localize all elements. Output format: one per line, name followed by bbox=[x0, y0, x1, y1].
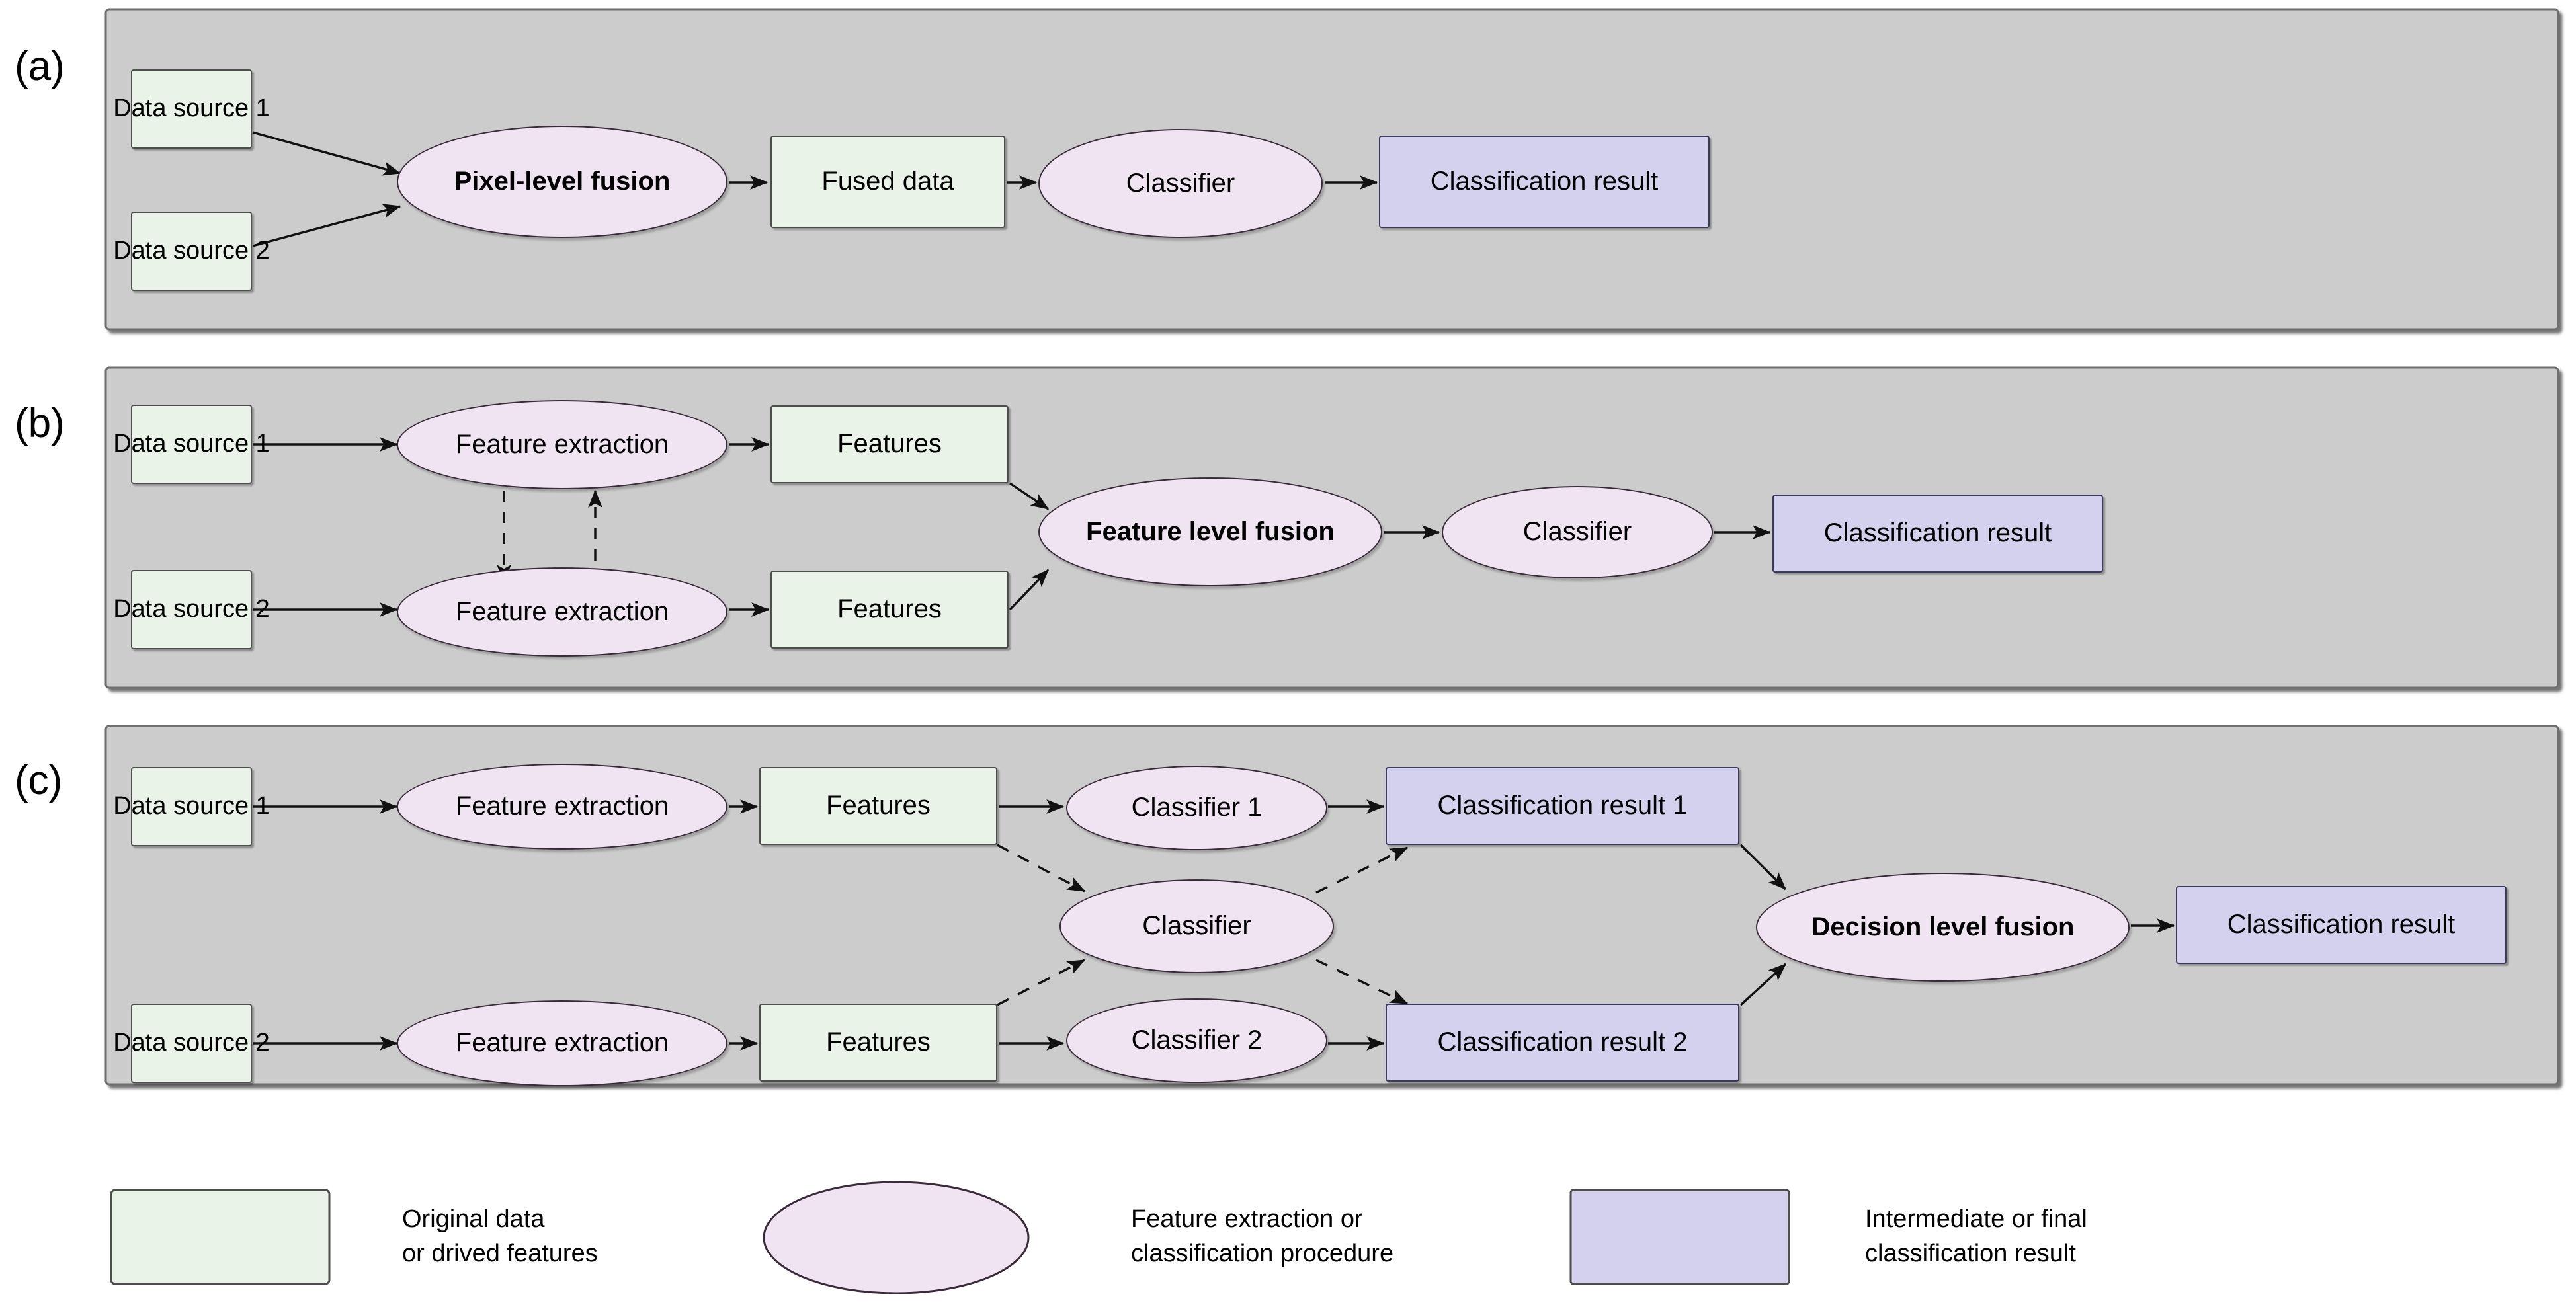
panel-a-background bbox=[104, 8, 2559, 331]
edge-features2-to-classifier-dashed bbox=[997, 959, 1086, 1006]
node-feature-level-fusion[interactable]: Feature level fusion bbox=[1038, 477, 1382, 586]
node-data-source-2-c[interactable]: Data source 2 bbox=[113, 1004, 270, 1083]
node-features-1-c[interactable]: Features bbox=[759, 767, 997, 845]
node-classifier-1[interactable]: Classifier 1 bbox=[1066, 766, 1327, 850]
edge-features1-to-featurefusion bbox=[1009, 482, 1050, 510]
node-feature-extraction-2-c[interactable]: Feature extraction bbox=[397, 1000, 727, 1086]
node-features-2-b[interactable]: Features bbox=[770, 571, 1009, 649]
node-feature-extraction-1-b[interactable]: Feature extraction bbox=[397, 400, 727, 489]
node-decision-level-fusion[interactable]: Decision level fusion bbox=[1756, 873, 2130, 982]
node-data-source-2-b[interactable]: Data source 2 bbox=[113, 570, 270, 649]
node-classifier-shared[interactable]: Classifier bbox=[1059, 879, 1334, 973]
node-feature-extraction-2-b[interactable]: Feature extraction bbox=[397, 567, 727, 656]
panel-a-edges bbox=[252, 131, 1378, 247]
edge-ds1-to-pixelfusion bbox=[252, 131, 401, 176]
legend-label-result: Intermediate or final classification res… bbox=[1865, 1205, 2087, 1268]
edge-features2-to-featurefusion bbox=[1009, 569, 1050, 611]
node-classifier-2[interactable]: Classifier 2 bbox=[1066, 998, 1327, 1083]
legend-label-procedure: Feature extraction or classification pro… bbox=[1131, 1205, 1394, 1268]
node-classifier-b[interactable]: Classifier bbox=[1442, 486, 1713, 578]
node-classification-result-c[interactable]: Classification result bbox=[2176, 886, 2507, 964]
node-classification-result-a[interactable]: Classification result bbox=[1379, 136, 1710, 228]
panel-label-b: (b) bbox=[15, 401, 65, 446]
legend-swatch-original-data bbox=[110, 1189, 331, 1285]
legend-swatch-result bbox=[1569, 1189, 1790, 1285]
node-classification-result-b[interactable]: Classification result bbox=[1772, 495, 2103, 573]
node-classifier-a[interactable]: Classifier bbox=[1038, 129, 1323, 238]
node-classification-result-1[interactable]: Classification result 1 bbox=[1386, 767, 1739, 845]
panel-label-c: (c) bbox=[15, 758, 63, 803]
legend-swatch-procedure bbox=[763, 1181, 1030, 1294]
edge-result2-to-decisionfusion bbox=[1739, 963, 1787, 1006]
panel-b-edges bbox=[253, 437, 1771, 617]
node-data-source-1-a[interactable]: Data source 1 bbox=[113, 69, 270, 149]
panel-label-a: (a) bbox=[15, 44, 65, 89]
node-fused-data[interactable]: Fused data bbox=[770, 136, 1005, 228]
edge-result1-to-decisionfusion bbox=[1739, 844, 1787, 891]
node-feature-extraction-1-c[interactable]: Feature extraction bbox=[397, 764, 727, 850]
edge-features1-to-classifier-dashed bbox=[997, 844, 1086, 893]
node-features-1-b[interactable]: Features bbox=[770, 405, 1009, 483]
panel-c-edges bbox=[253, 799, 2175, 1051]
node-features-2-c[interactable]: Features bbox=[759, 1004, 997, 1082]
edge-ds2-to-pixelfusion bbox=[252, 204, 401, 247]
legend-label-original-data: Original data or drived features bbox=[402, 1205, 598, 1268]
edge-classifier-to-result2-dashed bbox=[1315, 959, 1409, 1005]
node-data-source-1-b[interactable]: Data source 1 bbox=[113, 405, 270, 484]
edge-classifier-to-result1-dashed bbox=[1315, 846, 1409, 894]
node-data-source-2-a[interactable]: Data source 2 bbox=[113, 212, 270, 291]
node-data-source-1-c[interactable]: Data source 1 bbox=[113, 767, 270, 846]
node-classification-result-2[interactable]: Classification result 2 bbox=[1386, 1004, 1739, 1082]
node-pixel-level-fusion[interactable]: Pixel-level fusion bbox=[397, 126, 727, 238]
